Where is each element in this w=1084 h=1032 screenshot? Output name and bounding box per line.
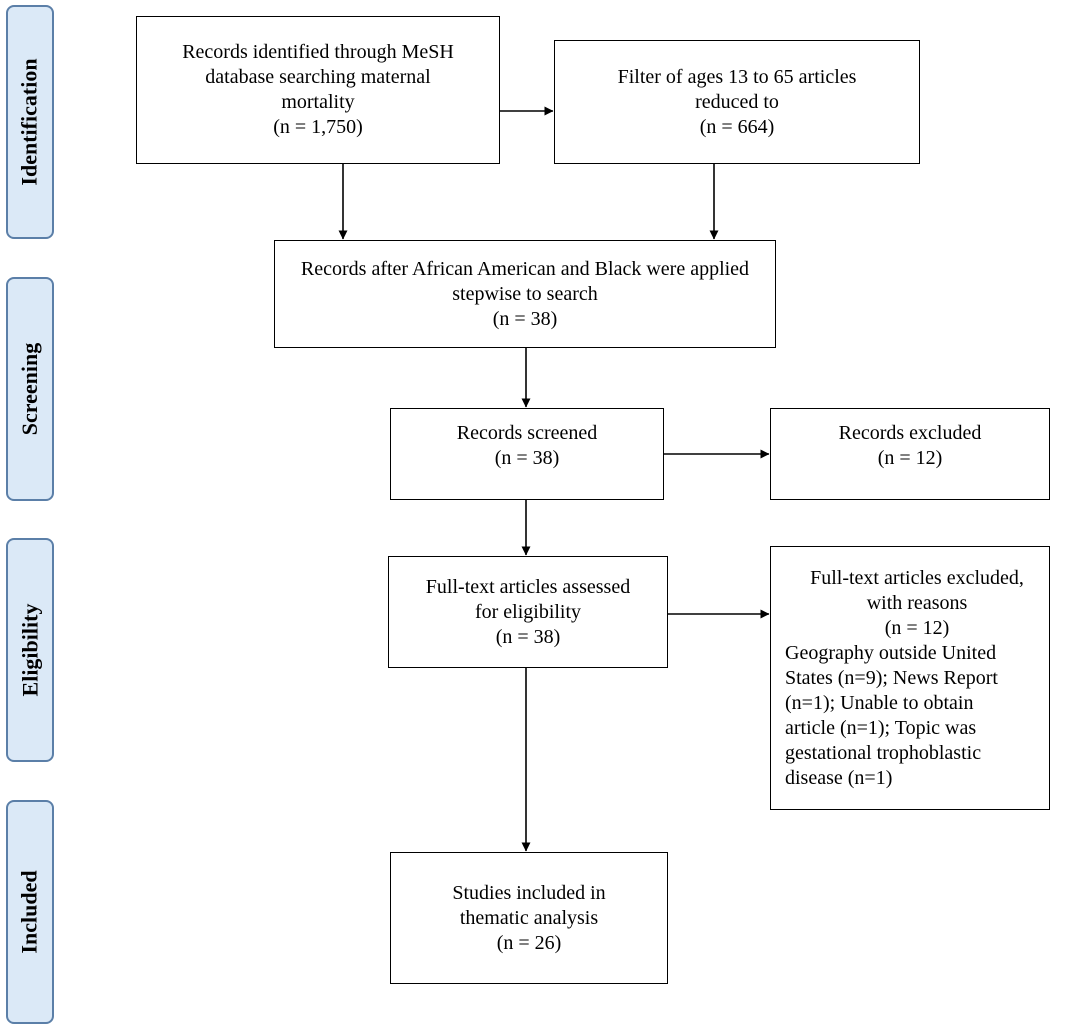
box-records-excluded: Records excluded (n = 12) — [770, 408, 1050, 500]
box-fulltext-assessed-line-3: (n = 38) — [495, 625, 561, 648]
box-fulltext-excluded-header-1: Full-text articles excluded, — [810, 566, 1024, 589]
box-records-screened-line-1: Records screened — [456, 422, 598, 444]
box-fulltext-excluded-header-2: with reasons — [866, 591, 968, 614]
box-records-identified-line-1: Records identified through MeSH — [182, 41, 454, 63]
box-records-after-line-1: Records after African American and Black… — [300, 257, 750, 280]
box-fulltext-assessed: Full-text articles assessed for eligibil… — [388, 556, 668, 668]
box-fulltext-excluded-header-3: (n = 12) — [884, 616, 950, 639]
box-fulltext-assessed-line-1: Full-text articles assessed — [425, 575, 631, 598]
box-fulltext-assessed-line-2: for eligibility — [474, 600, 582, 623]
box-studies-included-line-1: Studies included in — [452, 881, 606, 904]
box-records-excluded-line-1: Records excluded — [838, 422, 982, 444]
box-fulltext-excluded-reason-5: gestational trophoblastic — [785, 741, 982, 764]
stage-identification: Identification — [6, 5, 54, 239]
box-fulltext-excluded-reason-3: (n=1); Unable to obtain — [785, 691, 974, 714]
box-filter-ages-line-3: (n = 664) — [699, 115, 775, 138]
box-records-after: Records after African American and Black… — [274, 240, 776, 348]
stage-eligibility: Eligibility — [6, 538, 54, 762]
box-filter-ages: Filter of ages 13 to 65 articles reduced… — [554, 40, 920, 164]
box-fulltext-excluded-reason-2: States (n=9); News Report — [785, 666, 998, 689]
stage-screening: Screening — [6, 277, 54, 501]
box-filter-ages-line-1: Filter of ages 13 to 65 articles — [617, 65, 857, 88]
box-fulltext-excluded: Full-text articles excluded, with reason… — [770, 546, 1050, 810]
stage-included: Included — [6, 800, 54, 1024]
box-records-identified-line-4: (n = 1,750) — [273, 116, 363, 138]
box-studies-included: Studies included in thematic analysis (n… — [390, 852, 668, 984]
box-records-after-line-2: stepwise to search — [452, 282, 598, 305]
box-records-identified-line-3: mortality — [281, 91, 355, 113]
box-records-excluded-line-2: (n = 12) — [877, 447, 943, 469]
box-fulltext-excluded-reason-4: article (n=1); Topic was — [785, 716, 977, 739]
box-records-identified: Records identified through MeSH database… — [136, 16, 500, 164]
box-records-identified-line-2: database searching maternal — [205, 66, 431, 88]
box-fulltext-excluded-reason-6: disease (n=1) — [785, 766, 893, 789]
box-filter-ages-line-2: reduced to — [695, 90, 779, 113]
box-records-screened: Records screened (n = 38) — [390, 408, 664, 500]
box-records-after-line-3: (n = 38) — [492, 307, 558, 330]
box-studies-included-line-3: (n = 26) — [496, 931, 562, 954]
box-records-screened-line-2: (n = 38) — [494, 447, 560, 469]
box-studies-included-line-2: thematic analysis — [459, 906, 599, 929]
box-fulltext-excluded-reason-1: Geography outside United — [785, 641, 997, 664]
